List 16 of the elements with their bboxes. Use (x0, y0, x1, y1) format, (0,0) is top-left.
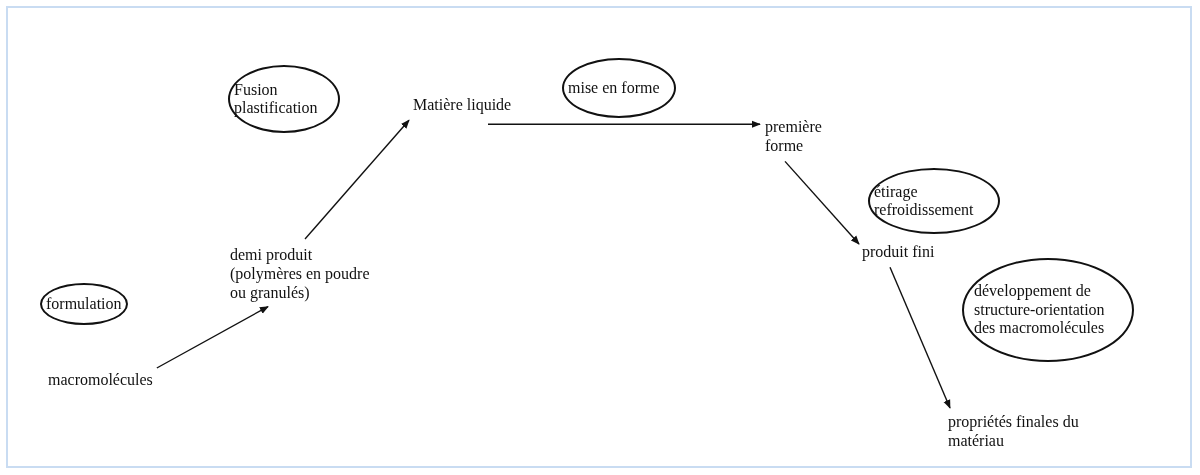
arrow (304, 119, 410, 240)
stage-label: produit fini (862, 242, 935, 262)
stage-label: demi produit (polymères en poudre ou granulés) (230, 245, 380, 303)
stage-label: Matière liquide (413, 95, 512, 115)
arrow (784, 160, 860, 245)
arrow (156, 305, 269, 369)
arrow (889, 266, 951, 409)
stage-label: propriétés finales du matériau (948, 412, 1098, 451)
stage-label: première forme (765, 117, 837, 156)
stage-label: macromolécules (48, 370, 153, 390)
process-ellipse: développement de structure-orientation des macromolécules (962, 258, 1134, 362)
process-ellipse: Fusion plastification (228, 65, 340, 133)
process-ellipse: formulation (40, 283, 128, 325)
arrow (487, 120, 761, 128)
process-ellipse: étirage refroidissement (868, 168, 1000, 234)
process-ellipse: mise en forme (562, 58, 676, 118)
